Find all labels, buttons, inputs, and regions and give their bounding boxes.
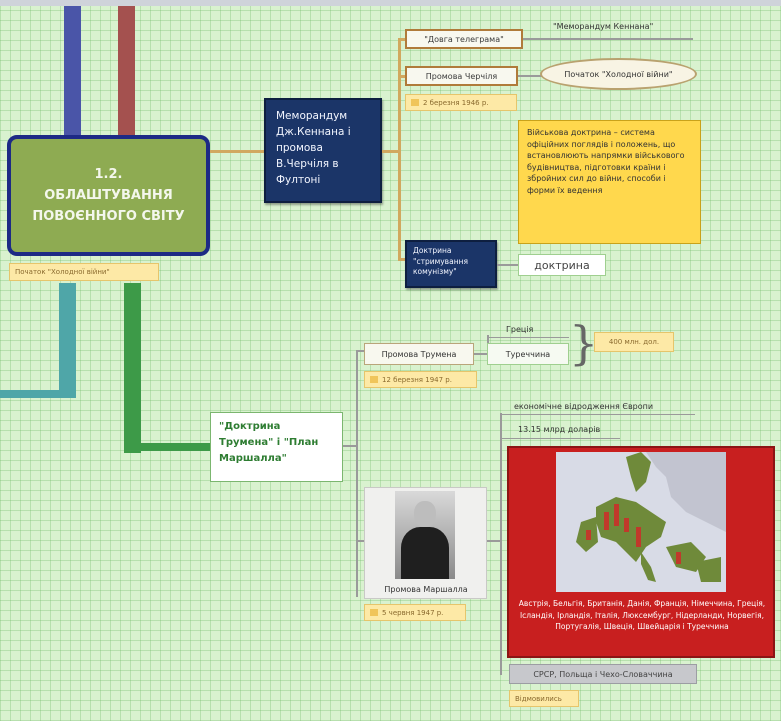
- truman-marshall-node[interactable]: "Доктрина Трумена" і "План Маршалла": [210, 412, 343, 482]
- turkey-node[interactable]: Туреччина: [487, 343, 569, 365]
- branch-teal-horizontal: [0, 390, 76, 398]
- branch-bar-red: [118, 6, 135, 139]
- connector-churchill-coldwar: [518, 75, 542, 77]
- connector-marshall-trunk: [500, 413, 502, 675]
- connector-to-containment: [398, 258, 406, 261]
- economic-recovery-label: економічне відродження Європи: [514, 402, 654, 411]
- churchill-date-label: 2 березня 1946 р.: [423, 98, 489, 107]
- countries-list-text: Австрія, Бельгія, Британія, Данія, Франц…: [518, 599, 766, 631]
- containment-label: Доктрина "стримування комунізму": [413, 246, 469, 276]
- central-note-label: Початок "Холодної війни": [15, 268, 110, 276]
- marshall-plan-panel[interactable]: Австрія, Бельгія, Британія, Данія, Франц…: [507, 446, 775, 658]
- churchill-speech-node[interactable]: Промова Черчіля: [405, 66, 518, 86]
- churchill-speech-label: Промова Черчіля: [425, 71, 498, 81]
- amount-400-label: 400 млн. дол.: [608, 338, 660, 346]
- connector-tm-to-trunk: [343, 445, 358, 447]
- marshall-portrait-image: [395, 491, 455, 579]
- portrait-body: [401, 527, 449, 579]
- connector-memo-trunk: [382, 150, 400, 153]
- connector-central-memo: [210, 150, 265, 153]
- top-bar: [0, 0, 781, 6]
- military-doctrine-note[interactable]: Військова доктрина – система офіційних п…: [518, 120, 701, 244]
- central-topic[interactable]: 1.2. ОБЛАШТУВАННЯ ПОВОЄННОГО СВІТУ: [7, 135, 210, 256]
- turkey-label: Туреччина: [505, 349, 551, 359]
- europe-map-image: [556, 452, 726, 592]
- portrait-head: [414, 501, 436, 527]
- truman-speech-label: Промова Трумена: [381, 349, 457, 359]
- calendar-icon: [370, 609, 378, 616]
- connector-to-churchill: [398, 75, 406, 78]
- marshall-photo-frame[interactable]: Промова Маршалла: [364, 487, 487, 599]
- truman-date-note: 12 березня 1947 р.: [364, 371, 477, 388]
- branch-bar-teal: [59, 283, 76, 398]
- countries-caption: Австрія, Бельгія, Британія, Данія, Франц…: [515, 598, 769, 633]
- europe-map-svg: [556, 452, 726, 592]
- connector-to-telegram: [398, 38, 406, 41]
- memo-node[interactable]: Меморандум Дж.Кеннана і промова В.Черчіл…: [264, 98, 382, 203]
- cold-war-start-node[interactable]: Початок "Холодної війни": [540, 58, 697, 90]
- truman-marshall-label: "Доктрина Трумена" і "План Маршалла": [219, 421, 319, 464]
- truman-speech-node[interactable]: Промова Трумена: [364, 343, 474, 365]
- branch-green-horizontal: [124, 443, 214, 451]
- marshall-date-label: 5 червня 1947 р.: [382, 608, 444, 617]
- calendar-icon: [411, 99, 419, 106]
- brace-icon: }: [569, 316, 599, 370]
- churchill-date-note: 2 березня 1946 р.: [405, 94, 517, 111]
- billions-underline: [500, 438, 620, 439]
- branch-bar-blue: [64, 6, 81, 139]
- connector-vertical-trunk: [398, 38, 401, 260]
- connector-to-truman-speech: [356, 350, 366, 352]
- amount-400-note: 400 млн. дол.: [594, 332, 674, 352]
- connector-truman-trunk: [356, 350, 358, 597]
- refused-label: СРСР, Польща і Чехо-Словаччина: [533, 669, 673, 679]
- long-telegram-label: "Довга телеграма": [424, 34, 504, 44]
- connector-containment-doctrine: [497, 264, 519, 266]
- connector-to-marshall: [356, 540, 366, 542]
- connector-telegram-memo: [523, 38, 693, 40]
- calendar-icon: [370, 376, 378, 383]
- refused-note: Відмовились: [509, 690, 579, 707]
- cold-war-start-label: Початок "Холодної війни": [564, 69, 673, 79]
- military-doctrine-text: Військова доктрина – система офіційних п…: [527, 128, 685, 195]
- doctrine-word-box[interactable]: доктрина: [518, 254, 606, 276]
- containment-node[interactable]: Доктрина "стримування комунізму": [405, 240, 497, 288]
- central-note: Початок "Холодної війни": [9, 263, 159, 281]
- marshall-speech-label: Промова Маршалла: [384, 585, 468, 594]
- greece-underline: [487, 337, 569, 338]
- greece-label: Греція: [506, 325, 534, 334]
- truman-date-label: 12 березня 1947 р.: [382, 375, 452, 384]
- marshall-date-note: 5 червня 1947 р.: [364, 604, 466, 621]
- long-telegram-node[interactable]: "Довга телеграма": [405, 29, 523, 49]
- doctrine-word-label: доктрина: [534, 258, 590, 272]
- economic-underline: [500, 414, 695, 415]
- connector-truman-countries: [474, 353, 489, 355]
- refused-note-label: Відмовились: [515, 694, 562, 703]
- billions-label: 13.15 млрд доларів: [518, 425, 601, 434]
- branch-bar-green: [124, 283, 141, 453]
- central-topic-label: 1.2. ОБЛАШТУВАННЯ ПОВОЄННОГО СВІТУ: [32, 167, 185, 224]
- memo-node-label: Меморандум Дж.Кеннана і промова В.Черчіл…: [276, 110, 351, 186]
- connector-marshall-right: [487, 540, 501, 542]
- refused-node[interactable]: СРСР, Польща і Чехо-Словаччина: [509, 664, 697, 684]
- memo-kennan-label: "Меморандум Кеннана": [553, 22, 654, 31]
